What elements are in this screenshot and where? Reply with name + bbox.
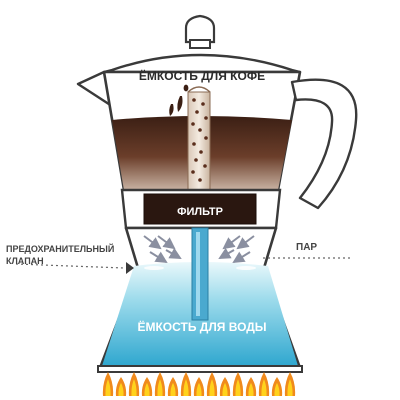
handle <box>290 78 358 210</box>
flame-core <box>287 379 293 396</box>
flame-core <box>248 382 254 396</box>
lid-knob <box>184 14 216 49</box>
lid <box>103 53 301 74</box>
burner-flames <box>102 372 296 396</box>
flame-core <box>105 379 111 396</box>
steam-arrows <box>143 235 255 264</box>
coffee-chamber-label: ЁМКОСТЬ ДЛЯ КОФЕ <box>139 68 265 83</box>
flame-core <box>196 382 202 396</box>
riser-coffee-dots <box>191 98 208 182</box>
base-rim <box>97 365 303 373</box>
safety-valve <box>126 262 134 274</box>
coffee-spurts <box>169 84 189 116</box>
flame-core <box>118 382 124 396</box>
flame-core <box>144 382 150 396</box>
steam-label: ПАР <box>296 242 317 253</box>
flame-core <box>183 379 189 396</box>
filter-label: ФИЛЬТР <box>177 206 223 218</box>
safety-valve-pointer <box>15 263 125 269</box>
flame-core <box>209 379 215 396</box>
safety-valve-label-line1: ПРЕДОХРАНИТЕЛЬНЫЙ <box>6 243 114 254</box>
safety-valve-label-line2: КЛАПАН <box>6 256 44 266</box>
filter-basket <box>143 193 257 225</box>
water-chamber-label: ЁМКОСТЬ ДЛЯ ВОДЫ <box>137 319 266 334</box>
flame-core <box>261 379 267 396</box>
funnel-tube <box>191 227 209 321</box>
flame-core <box>157 379 163 396</box>
flame-core <box>170 382 176 396</box>
flame-core <box>222 382 228 396</box>
flame-core <box>274 382 280 396</box>
flame-core <box>131 379 137 396</box>
flame-core <box>235 379 241 396</box>
water-surface <box>144 266 256 270</box>
